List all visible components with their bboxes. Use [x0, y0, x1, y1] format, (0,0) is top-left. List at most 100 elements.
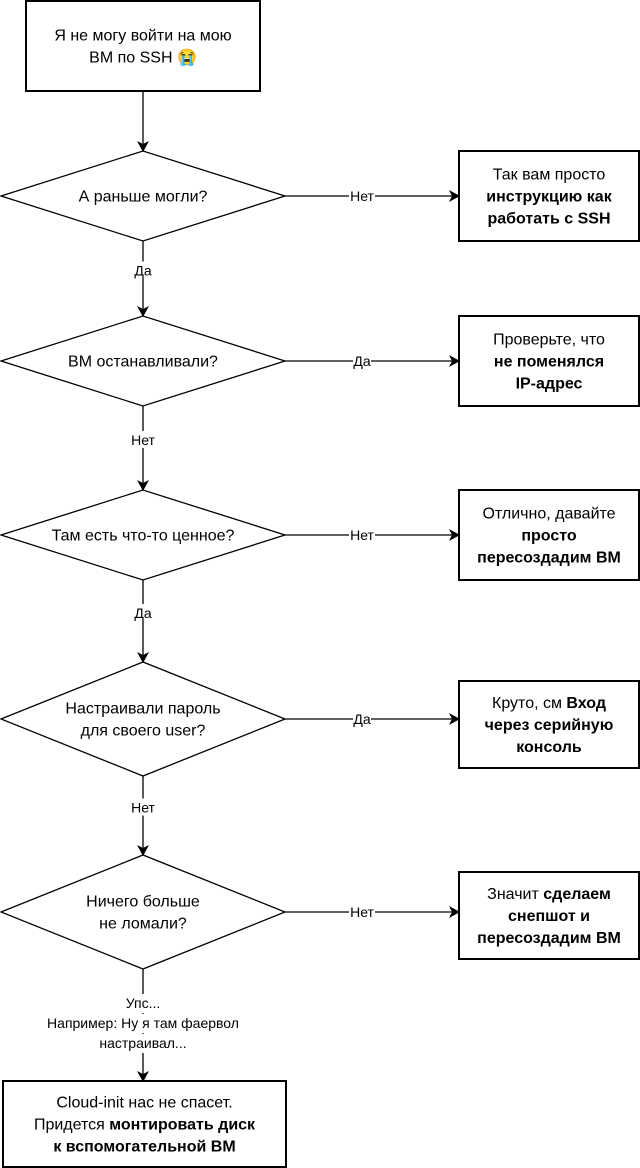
outcome-4-shape — [458, 680, 640, 769]
edge-label-d5-down-bg — [10, 1014, 276, 1033]
bold-text: не поменялся — [494, 354, 604, 371]
outcome-5: Значит сделаем снепшот и пересоздадим ВМ — [458, 871, 640, 960]
edge-label-d2-right: Да — [353, 353, 370, 369]
bold-text: снепшот и — [508, 908, 590, 925]
text: Я не могу войти на мою — [54, 28, 231, 45]
edge-label-d5-down-line: настраивал... — [99, 1035, 186, 1051]
edge-label-d1-right: Нет — [350, 188, 374, 204]
edge-label-d3-down: Да — [134, 605, 151, 621]
bold-text: Вход — [566, 695, 606, 712]
outcome-4-line: Круто, см Вход — [492, 695, 606, 712]
outcome-5-shape — [458, 871, 640, 960]
outcome-2-line: IP-адрес — [516, 376, 583, 393]
decision-4-line: для своего user? — [81, 723, 206, 740]
text: Проверьте, что — [493, 332, 605, 349]
decision-4-line: Настраивали пароль — [65, 701, 220, 718]
start-node: Я не могу войти на мою ВМ по SSH 😭 — [25, 0, 261, 92]
decision-3-shape — [0, 489, 288, 581]
decision-2: ВМ останавливали? — [0, 315, 288, 407]
edge-label-d4-down: Нет — [131, 800, 155, 816]
final-node: Cloud-init нас не спасет. Придется монтир… — [2, 1080, 287, 1168]
edge-label-d1-right-bg — [349, 187, 375, 204]
edge-label-d2-down-bg — [130, 431, 156, 448]
text: ВМ останавливали? — [68, 354, 218, 371]
decision-1-shape — [0, 150, 288, 242]
outcome-1-line: Так вам просто — [493, 167, 606, 184]
outcome-1-line: работать с SSH — [487, 211, 610, 228]
text: Ничего больше — [86, 894, 200, 911]
text: А раньше могли? — [79, 189, 208, 206]
outcome-4-line: консоль — [516, 739, 582, 756]
outcome-1: Так вам просто инструкцию как работать с S… — [458, 150, 640, 242]
outcome-2-line: не поменялся — [494, 354, 604, 371]
decision-5-shape — [0, 854, 287, 970]
edge-label-d1-down: Да — [134, 263, 151, 279]
outcome-5-line: пересоздадим ВМ — [477, 930, 621, 947]
start-node-line: Я не могу войти на мою — [54, 28, 231, 45]
edge-label-d3-right: Нет — [350, 527, 374, 543]
final-node-line: Cloud-init нас не спасет. — [56, 1095, 232, 1112]
outcome-1-line: инструкцию как — [486, 189, 612, 206]
outcome-1-shape — [458, 150, 640, 242]
outcome-2-line: Проверьте, что — [493, 332, 605, 349]
outcome-5-line: Значит сделаем — [487, 886, 611, 903]
final-node-line: к вспомогательной ВМ — [53, 1139, 235, 1156]
outcome-3: Отлично, давайте просто пересоздадим ВМ — [458, 489, 640, 581]
decision-4-shape — [0, 661, 287, 777]
bold-text: через серийную — [485, 717, 614, 734]
decision-2-line: ВМ останавливали? — [68, 354, 218, 371]
edge-label-d2-right-bg — [353, 352, 371, 369]
decision-1: А раньше могли? — [0, 150, 288, 242]
bold-text: работать с SSH — [487, 211, 610, 228]
outcome-4: Круто, см Вход через серийную консоль — [458, 680, 640, 769]
edge-label-d5-down-bg — [80, 1034, 206, 1053]
edge-label-d2-down: Нет — [131, 432, 155, 448]
decision-5: Ничего больше не ломали? — [0, 854, 287, 970]
edge-label-d4-down-bg — [130, 798, 156, 816]
outcome-3-line: просто — [521, 528, 577, 545]
bold-text: пересоздадим ВМ — [477, 550, 621, 567]
edge-label-d4-right: Да — [353, 711, 370, 727]
bold-text: сделаем — [543, 886, 611, 903]
decision-3: Там есть что-то ценное? — [0, 489, 288, 581]
decision-2-shape — [0, 315, 288, 407]
edge-label-d3-right-bg — [349, 526, 375, 543]
text: Придется — [34, 1117, 109, 1134]
final-node-shape — [2, 1080, 287, 1168]
text: Так вам просто — [493, 167, 606, 184]
edge-label-d5-right: Нет — [350, 904, 374, 920]
outcome-3-shape — [458, 489, 640, 581]
decision-4: Настраивали пароль для своего user? — [0, 661, 287, 777]
outcome-4-line: через серийную — [485, 717, 614, 734]
bold-text: монтировать диск — [109, 1117, 256, 1134]
decision-5-line: Ничего больше — [86, 894, 200, 911]
decision-1-line: А раньше могли? — [79, 189, 208, 206]
text: Значит — [487, 886, 543, 903]
edge-label-d1-down-bg — [134, 261, 152, 279]
text: Отлично, давайте — [482, 506, 615, 523]
text: Cloud-init нас не спасет. — [56, 1095, 232, 1112]
outcome-3-line: пересоздадим ВМ — [477, 550, 621, 567]
edge-label-d5-down-line: Упс... — [126, 995, 161, 1011]
text: не ломали? — [99, 916, 187, 933]
bold-text: консоль — [516, 739, 582, 756]
bold-text: инструкцию как — [486, 189, 612, 206]
bold-text: IP-адрес — [516, 376, 583, 393]
outcome-3-line: Отлично, давайте — [482, 506, 615, 523]
final-node-line: Придется монтировать диск — [34, 1117, 256, 1134]
start-node-line: ВМ по SSH 😭 — [89, 49, 197, 67]
start-node-shape — [25, 0, 261, 92]
decision-5-line: не ломали? — [99, 916, 187, 933]
text: Там есть что-то ценное? — [52, 528, 235, 545]
bold-text: просто — [521, 528, 577, 545]
bold-text: пересоздадим ВМ — [477, 930, 621, 947]
edge-label-d5-right-bg — [349, 903, 375, 920]
decision-3-line: Там есть что-то ценное? — [52, 528, 235, 545]
outcome-2-shape — [458, 315, 640, 407]
edge-label-d4-right-bg — [353, 710, 371, 727]
text: Настраивали пароль — [65, 701, 220, 718]
text: для своего user? — [81, 723, 206, 740]
bold-text: к вспомогательной ВМ — [53, 1139, 235, 1156]
